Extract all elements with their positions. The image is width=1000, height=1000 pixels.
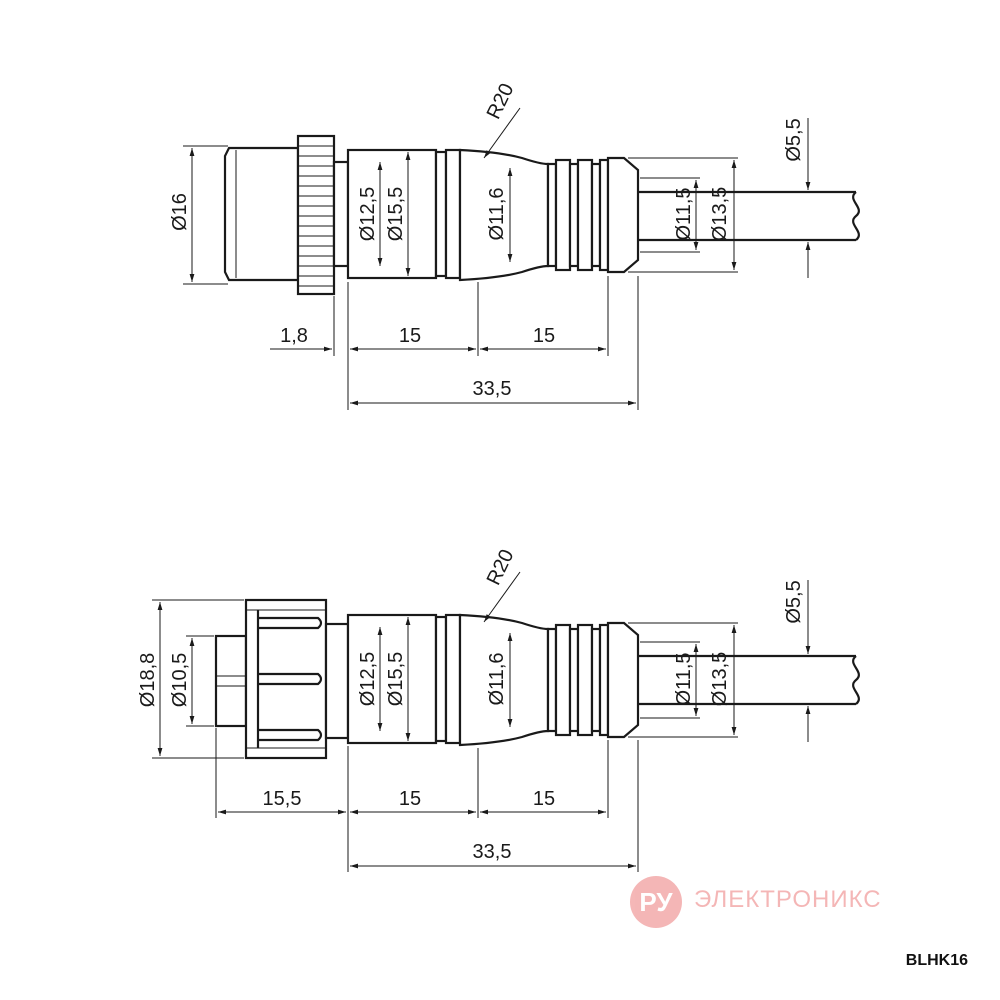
- top-dim-d13-5: Ø13,5: [709, 187, 731, 241]
- top-dim-d16: Ø16: [169, 193, 191, 231]
- watermark: РУ ЭЛЕКТРОНИКС: [630, 876, 940, 928]
- top-dim-d5-5: Ø5,5: [783, 118, 805, 161]
- bottom-dim-15-a: 15: [399, 788, 421, 810]
- top-dim-15-b: 15: [533, 325, 555, 347]
- bottom-end-cap: [606, 621, 640, 739]
- top-dim-d12-5: Ø12,5: [357, 187, 379, 241]
- watermark-logo-icon: РУ: [630, 876, 682, 928]
- bottom-dim-15-5: 15,5: [263, 788, 302, 810]
- bottom-dim-d10-5: Ø10,5: [169, 653, 191, 707]
- bottom-dim-d15-5: Ø15,5: [385, 652, 407, 706]
- bottom-housing: [244, 598, 328, 760]
- top-end-cap: [606, 156, 640, 274]
- bottom-dim-d5-5: Ø5,5: [783, 580, 805, 623]
- top-connector: Ø16 Ø12,5 Ø15,5 Ø11,6 Ø11,5 Ø13,5 Ø5,5 R…: [169, 80, 860, 410]
- top-ribs: [546, 158, 610, 272]
- bottom-ribs: [546, 623, 610, 737]
- bottom-connector: Ø18,8 Ø10,5 Ø12,5 Ø15,5 Ø11,6 Ø11,5 Ø13,…: [137, 546, 860, 872]
- bottom-dim-15-b: 15: [533, 788, 555, 810]
- top-sleeve: [346, 148, 438, 280]
- top-cable: [638, 190, 860, 242]
- top-dim-33-5: 33,5: [473, 378, 512, 400]
- bottom-cable: [638, 654, 860, 706]
- top-dim-d11-6: Ø11,6: [486, 188, 508, 241]
- bottom-sleeve: [346, 613, 438, 745]
- top-knurl-lines: [298, 145, 334, 287]
- bottom-pin-face: [214, 634, 248, 728]
- model-code: BLHK16: [905, 952, 968, 969]
- top-dim-1-8: 1,8: [280, 325, 308, 347]
- bottom-dim-33-5: 33,5: [473, 841, 512, 863]
- bottom-dim-d13-5: Ø13,5: [709, 652, 731, 706]
- top-dim-d15-5: Ø15,5: [385, 187, 407, 241]
- top-dim-r20: R20: [483, 80, 519, 123]
- bottom-dim-d12-5: Ø12,5: [357, 652, 379, 706]
- top-dim-d11-5: Ø11,5: [673, 188, 695, 241]
- bottom-dim-d18-8: Ø18,8: [137, 653, 159, 707]
- watermark-text: ЭЛЕКТРОНИКС: [694, 886, 882, 913]
- top-dim-15-a: 15: [399, 325, 421, 347]
- top-knurled-ring: [296, 134, 336, 296]
- bottom-housing-slots: [246, 609, 326, 749]
- bottom-dim-d11-5: Ø11,5: [673, 653, 695, 706]
- bottom-dim-d11-6: Ø11,6: [486, 653, 508, 706]
